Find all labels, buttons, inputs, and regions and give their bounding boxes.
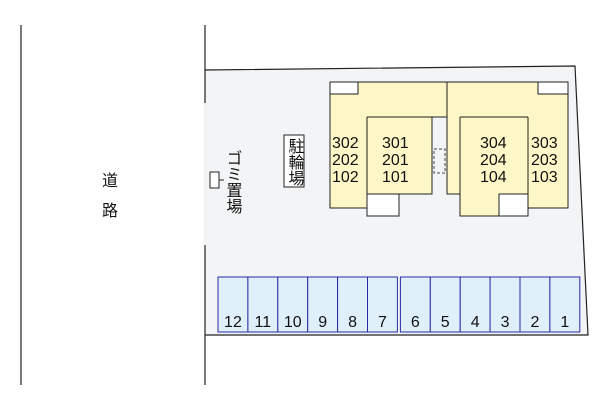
entry-box-right (498, 193, 529, 217)
parking-space (277, 276, 309, 333)
unit-number: 201 (382, 152, 409, 169)
parking-space-number: 6 (411, 314, 420, 331)
parking-space (489, 276, 521, 333)
road-label-1: 道 (102, 172, 118, 190)
parking-space-number: 4 (471, 314, 480, 331)
unit-number: 302 (332, 135, 359, 152)
road-label-2: 路 (102, 202, 118, 220)
balcony-top-right (537, 81, 569, 95)
parking-space-number: 7 (378, 314, 387, 331)
unit-number: 102 (332, 169, 359, 186)
bicycle-parking-label: 駐輪場 (286, 138, 305, 187)
parking-space-number: 11 (255, 314, 272, 331)
unit-stack-center-right: 304 204 104 (480, 135, 507, 186)
parking-space-number: 3 (501, 314, 510, 331)
parking-space (399, 276, 431, 333)
garbage-area: ゴミ置場 (209, 150, 243, 215)
parking-space (217, 276, 249, 333)
parking-lot: 12 11 10 9 8 7 6 5 4 3 2 1 (217, 276, 581, 333)
apartment-building (329, 81, 569, 217)
parking-space (247, 276, 279, 333)
unit-stack-left: 302 202 102 (332, 135, 359, 186)
parking-space (429, 276, 461, 333)
unit-number: 204 (480, 152, 507, 169)
unit-number: 301 (382, 135, 409, 152)
parking-space-number: 5 (441, 314, 450, 331)
unit-number: 104 (480, 169, 507, 186)
unit-number: 101 (382, 169, 409, 186)
entry-box-left (366, 193, 400, 217)
unit-number: 303 (531, 135, 558, 152)
unit-number: 203 (531, 152, 558, 169)
unit-number: 304 (480, 135, 507, 152)
parking-space-number: 9 (318, 314, 327, 331)
parking-space-number: 1 (560, 314, 569, 331)
parking-space (549, 276, 581, 333)
parking-space-number: 8 (348, 314, 357, 331)
unit-number: 202 (332, 152, 359, 169)
parking-space-number: 10 (284, 314, 302, 331)
unit-number: 103 (531, 169, 558, 186)
garbage-area-icon (209, 171, 220, 189)
unit-stack-center-left: 301 201 101 (382, 135, 409, 186)
balcony-top-left (329, 81, 359, 95)
parking-space (519, 276, 551, 333)
garbage-area-label: ゴミ置場 (224, 150, 243, 215)
parking-space-number: 12 (224, 314, 242, 331)
bicycle-parking: 駐輪場 (283, 134, 305, 188)
bicycle-parking-box (283, 134, 305, 188)
parking-space (337, 276, 369, 333)
parking-space (459, 276, 491, 333)
parking-space (367, 276, 398, 333)
parking-space-number: 2 (530, 314, 539, 331)
stairwell (433, 148, 446, 174)
unit-stack-right: 303 203 103 (531, 135, 558, 186)
